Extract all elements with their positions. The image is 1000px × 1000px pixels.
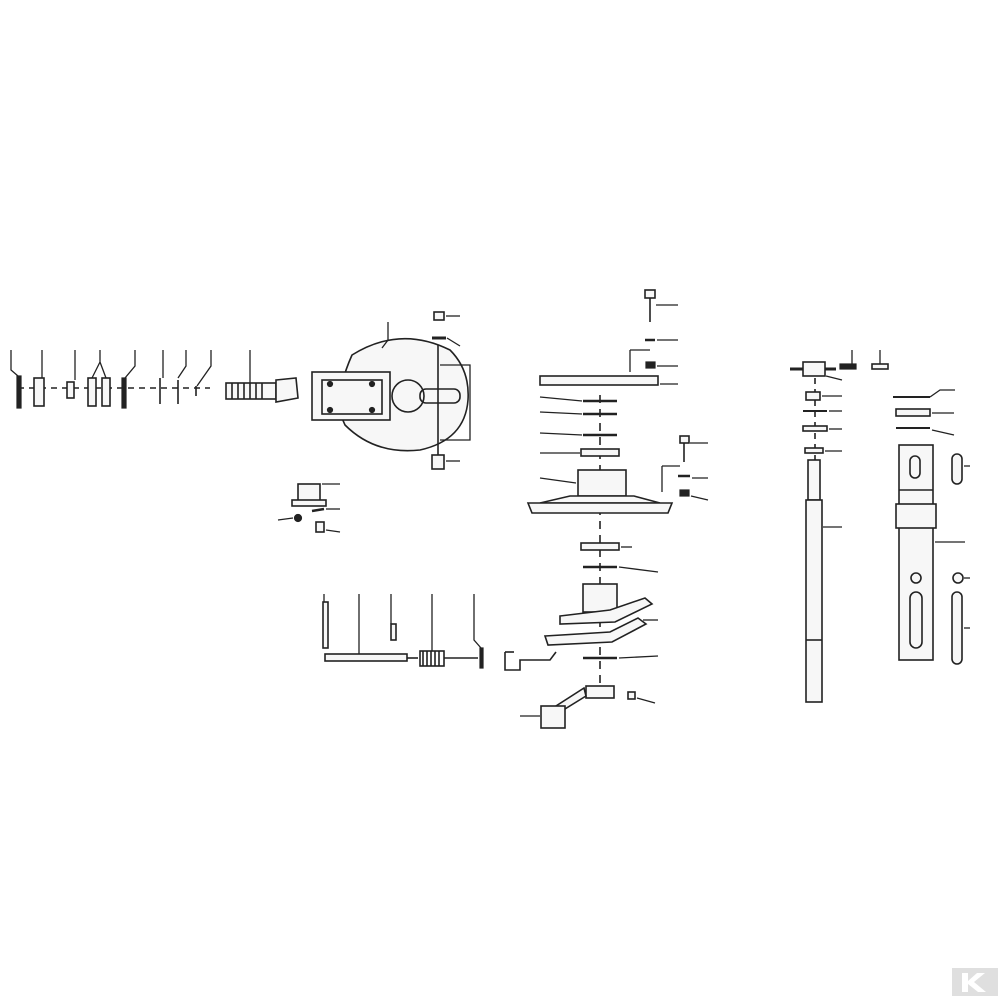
part-48: [66, 381, 75, 399]
part-29-clip: [479, 647, 484, 669]
part-46-right: [121, 377, 127, 409]
part-21-bushing-top: [580, 448, 620, 457]
part-47-left: [33, 377, 45, 407]
part-12-tube: [895, 444, 937, 661]
part-26-cam: [543, 583, 654, 646]
part-21-bushing-bottom: [580, 542, 620, 551]
part-5-bushing: [805, 391, 821, 401]
part-14-ring: [952, 572, 964, 584]
part-2-ring: [804, 447, 824, 454]
part-30-spring: [419, 650, 445, 667]
shaft-kit-group: [10, 350, 299, 409]
part-22-disc: [526, 469, 674, 514]
part-36-pin: [311, 507, 325, 513]
part-8-pin: [871, 363, 889, 370]
part-3-ring: [802, 425, 828, 432]
part-41-housing: [311, 322, 471, 452]
part-42-shaft: [225, 377, 299, 403]
part-33-pin: [322, 601, 329, 649]
part-35-screw: [315, 521, 325, 533]
part-27-pin: [627, 691, 636, 700]
part-37-clip: [293, 513, 303, 523]
part-1-shaft: [805, 459, 823, 703]
part-23-bolt: [679, 435, 690, 462]
part-47-right-b: [101, 377, 111, 407]
part-10-ring: [895, 408, 931, 417]
part-46-left: [16, 375, 22, 409]
part-39-nut: [433, 311, 445, 321]
part-16-bolt: [644, 289, 656, 322]
part-32-rod: [324, 653, 408, 662]
part-28-arm: [540, 685, 615, 729]
part-13-key: [951, 453, 963, 485]
part-38-bolt: [431, 345, 445, 470]
part-18-nut-top: [645, 361, 656, 369]
part-31-pin: [390, 623, 397, 641]
linkage-crank: [504, 651, 557, 671]
part-19-plate: [539, 375, 659, 386]
kramp-logo-icon: [952, 968, 998, 996]
part-34-bracket: [291, 483, 327, 507]
part-47-right-a: [87, 377, 97, 407]
part-7-pin: [839, 363, 857, 370]
part-15-key: [951, 591, 963, 665]
part-18-nut-bottom: [679, 489, 690, 497]
part-6-fork: [790, 361, 836, 377]
